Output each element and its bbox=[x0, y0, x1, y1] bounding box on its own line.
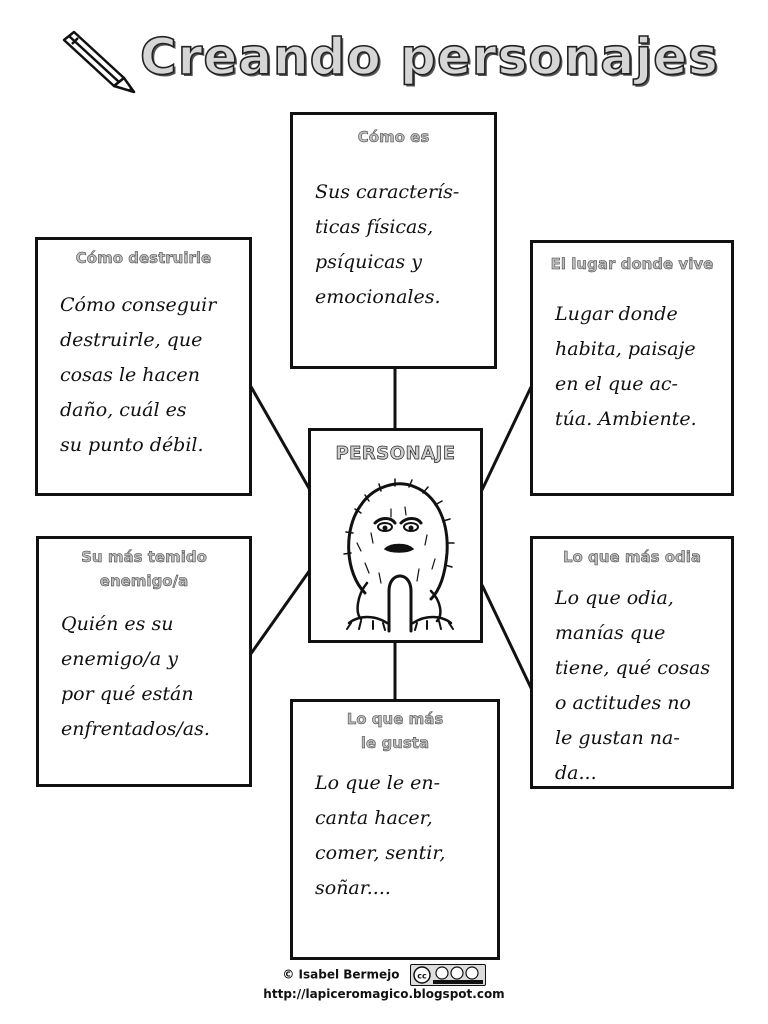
body-line: su punto débil. bbox=[60, 434, 204, 456]
footer-credit-row: © Isabel Bermejo cc bbox=[0, 964, 768, 986]
body-line: emocionales. bbox=[315, 286, 441, 308]
pencil-icon bbox=[62, 30, 136, 94]
body-line: por qué están bbox=[61, 683, 194, 705]
body-line: psíquicas y bbox=[315, 251, 422, 273]
body-line: Cómo conseguir bbox=[60, 294, 217, 316]
body-line: Lugar donde bbox=[555, 303, 678, 325]
box-body: Lugar donde habita, paisaje en el que ac… bbox=[555, 297, 715, 437]
body-line: en el que ac- bbox=[555, 373, 678, 395]
box-body: Lo que odia, manías que tiene, qué cosas… bbox=[555, 581, 715, 791]
page-title: Creando personajes bbox=[139, 27, 719, 87]
box-como-destruirle: Cómo destruirle Cómo conseguir destruirl… bbox=[35, 237, 252, 496]
box-body: Lo que le en- canta hacer, comer, sentir… bbox=[315, 766, 475, 906]
body-line: Quién es su bbox=[61, 613, 174, 635]
body-line: ticas físicas, bbox=[315, 216, 434, 238]
body-line: Sus caracterís- bbox=[315, 181, 460, 203]
body-line: canta hacer, bbox=[315, 807, 433, 829]
box-como-es: Cómo es Sus caracterís- ticas físicas, p… bbox=[290, 112, 497, 369]
footer-credit: © Isabel Bermejo bbox=[282, 967, 400, 982]
center-personaje-box: PERSONAJE bbox=[308, 428, 483, 643]
body-line: enfrentados/as. bbox=[61, 718, 210, 740]
heading-line: Su más temido bbox=[81, 548, 207, 567]
box-heading: Lo que más le gusta bbox=[293, 707, 497, 755]
body-line: manías que bbox=[555, 622, 666, 644]
box-body: Sus caracterís- ticas físicas, psíquicas… bbox=[315, 175, 472, 315]
body-line: habita, paisaje bbox=[555, 338, 696, 360]
box-lo-que-mas-le-gusta: Lo que más le gusta Lo que le en- canta … bbox=[290, 699, 500, 960]
box-temido-enemigo: Su más temido enemigo/a Quién es su enem… bbox=[36, 536, 252, 787]
svg-text:cc: cc bbox=[417, 972, 427, 981]
body-line: túa. Ambiente. bbox=[555, 408, 697, 430]
body-line: enemigo/a y bbox=[61, 648, 178, 670]
body-line: Lo que le en- bbox=[315, 772, 441, 794]
footer-url[interactable]: http://lapiceromagico.blogspot.com bbox=[263, 987, 505, 1001]
body-line: o actitudes no bbox=[555, 692, 691, 714]
box-heading: El lugar donde vive bbox=[550, 255, 714, 274]
body-line: da... bbox=[555, 762, 597, 784]
body-line: Lo que odia, bbox=[555, 587, 674, 609]
box-heading: Su más temido enemigo/a bbox=[39, 545, 249, 593]
heading-line: enemigo/a bbox=[99, 572, 189, 591]
center-label: PERSONAJE bbox=[335, 443, 456, 465]
heading-line: le gusta bbox=[360, 734, 430, 753]
body-line: daño, cuál es bbox=[60, 399, 187, 421]
box-heading: Cómo es bbox=[357, 128, 430, 147]
body-line: tiene, qué cosas bbox=[555, 657, 711, 679]
creative-commons-icon: cc bbox=[409, 964, 486, 986]
body-line: cosas le hacen bbox=[60, 364, 200, 386]
body-line: comer, sentir, bbox=[315, 842, 446, 864]
body-line: destruirle, que bbox=[60, 329, 203, 351]
box-lo-que-mas-odia: Lo que más odia Lo que odia, manías que … bbox=[530, 536, 734, 789]
body-line: soñar.... bbox=[315, 877, 391, 899]
heading-line: Lo que más bbox=[346, 710, 444, 729]
box-heading: Lo que más odia bbox=[562, 548, 702, 567]
monster-illustration-icon bbox=[343, 478, 455, 633]
box-body: Cómo conseguir destruirle, que cosas le … bbox=[60, 288, 227, 463]
box-lugar-donde-vive: El lugar donde vive Lugar donde habita, … bbox=[530, 240, 734, 496]
box-heading: Cómo destruirle bbox=[75, 249, 212, 268]
box-body: Quién es su enemigo/a y por qué están en… bbox=[61, 607, 227, 747]
body-line: le gustan na- bbox=[555, 727, 680, 749]
